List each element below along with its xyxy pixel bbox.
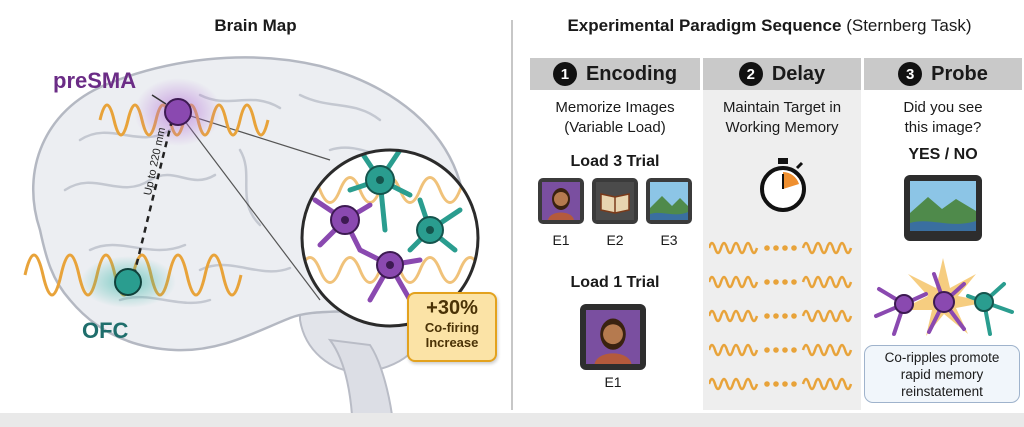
paradigm-title-sub: (Sternberg Task) [846,16,972,35]
neuron-magnified-view [302,150,478,303]
delay-wave-right [801,241,853,255]
delay-dot [791,245,797,251]
brain-illustration [23,56,480,416]
presma-node [164,98,192,126]
delay-dot [782,313,788,319]
delay-dot [791,279,797,285]
connection-line [132,119,174,276]
landscape-icon [646,178,692,224]
encoding-panel: 1 Encoding Memorize Images (Variable Loa… [530,58,700,410]
probe-text-2: this image? [904,119,982,136]
delay-dot [764,279,770,285]
ofc-label: OFC [82,318,129,343]
neuron-icon [874,258,1014,336]
delay-wave-rows [709,241,853,391]
probe-text-1: Did you see [903,99,983,116]
step-title: Encoding [585,62,678,85]
step-number: 2 [738,62,763,86]
book-icon [592,178,638,224]
delay-dot [773,279,779,285]
magnifier-ring [300,148,480,328]
load3-item-3: E3 [660,232,678,248]
callout-line2: Increase [425,335,479,350]
encoding-text-2: (Variable Load) [564,119,666,136]
load3-item-1: E1 [552,232,570,248]
ofc-node [114,268,142,296]
delay-dot [773,313,779,319]
delay-dot [782,347,788,353]
section-divider [511,20,513,410]
delay-dot [773,245,779,251]
note-line-2: rapid memory [900,367,984,382]
delay-dot [764,381,770,387]
delay-wave-right [801,275,853,289]
co-ripples-note: Co-ripples promote rapid memory reinstat… [864,345,1020,403]
load1-item: E1 [604,374,622,390]
portrait-icon [538,178,584,224]
delay-text-1: Maintain Target in [722,99,842,116]
bottom-strip [0,413,1024,427]
delay-panel: 2 Delay Maintain Target in Working Memor… [703,58,861,410]
delay-wave-left [709,275,759,289]
stopwatch-icon [760,158,806,212]
delay-wave-left [709,309,759,323]
presma-label: preSMA [53,68,137,93]
brain-map-title: Brain Map [214,16,297,35]
delay-wave-left [709,377,759,391]
encoding-header: 1 Encoding [530,58,700,90]
delay-dot [764,245,770,251]
step-title: Probe [931,62,988,85]
delay-dot [782,279,788,285]
delay-dot [791,313,797,319]
step-number: 3 [898,62,923,86]
portrait-icon-large [580,304,646,370]
delay-dot [782,245,788,251]
delay-dot [764,313,770,319]
note-line-1: Co-ripples promote [884,350,1000,365]
tablet-icon [904,175,982,241]
step-title: Delay [771,62,826,85]
delay-header: 2 Delay [703,58,861,90]
load3-item-2: E2 [606,232,624,248]
paradigm-title: Experimental Paradigm Sequence (Sternber… [515,16,1024,36]
step-number: 1 [552,62,577,86]
load1-label: Load 1 Trial [570,274,660,291]
delay-dot [773,347,779,353]
note-line-3: reinstatement [901,384,983,399]
delay-dot [764,347,770,353]
encoding-text-1: Memorize Images [555,99,675,116]
delay-wave-right [801,309,853,323]
delay-wave-right [801,377,853,391]
delay-dot [782,381,788,387]
delay-dot [791,347,797,353]
delay-wave-right [801,343,853,357]
cofiring-callout: +30% Co-firing Increase [407,292,497,362]
callout-line1: Co-firing [424,320,480,335]
paradigm-title-main: Experimental Paradigm Sequence [567,16,842,35]
delay-wave-left [709,241,759,255]
delay-dot [791,381,797,387]
probe-header: 3 Probe [864,58,1022,90]
delay-wave-left [709,343,759,357]
callout-value: +30% [426,297,478,319]
probe-panel: 3 Probe Did you see this image? YES / NO… [864,58,1022,410]
delay-text-2: Working Memory [725,119,839,136]
probe-answer: YES / NO [908,146,978,163]
delay-dot [773,381,779,387]
load3-label: Load 3 Trial [570,153,660,170]
